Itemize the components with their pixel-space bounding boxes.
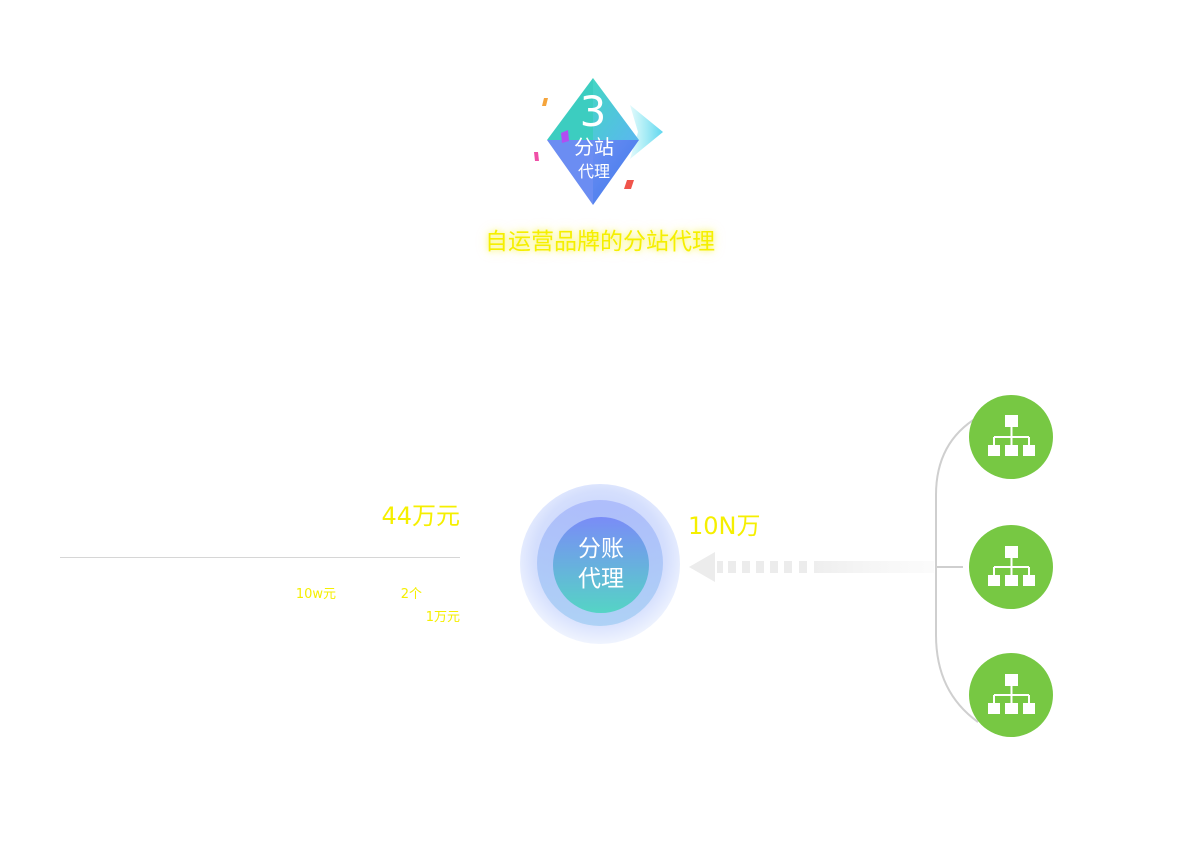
agent-node-2 [969, 525, 1053, 609]
connector-graphic [689, 416, 979, 723]
right-total-value: 10N万 [688, 512, 761, 540]
left-sub-value-b: 2个 [400, 587, 422, 602]
bracket-line [935, 416, 979, 723]
hub-core [553, 517, 649, 613]
org-chart-icon [988, 546, 1035, 586]
agent-node-3 [969, 653, 1053, 737]
agent-node-1 [969, 395, 1053, 479]
left-sub-value-a: 10w元 [295, 587, 336, 602]
org-chart-icon [988, 415, 1035, 456]
divider-line [60, 557, 460, 558]
badge-label-line2: 代理 [577, 162, 610, 181]
arrow-left-icon [689, 552, 934, 582]
left-total-value: 44万元 [381, 502, 460, 530]
badge-number: 3 [579, 87, 607, 136]
badge-label-line1: 分站 [574, 135, 614, 159]
left-sub-value-c: 1万元 [425, 610, 460, 625]
hub-label-line1: 分账 [578, 536, 624, 562]
org-chart-icon [988, 674, 1035, 714]
diamond-badge-icon [534, 78, 663, 205]
hub-label-line2: 代理 [578, 566, 624, 592]
section-title: 自运营品牌的分站代理 [485, 229, 715, 255]
